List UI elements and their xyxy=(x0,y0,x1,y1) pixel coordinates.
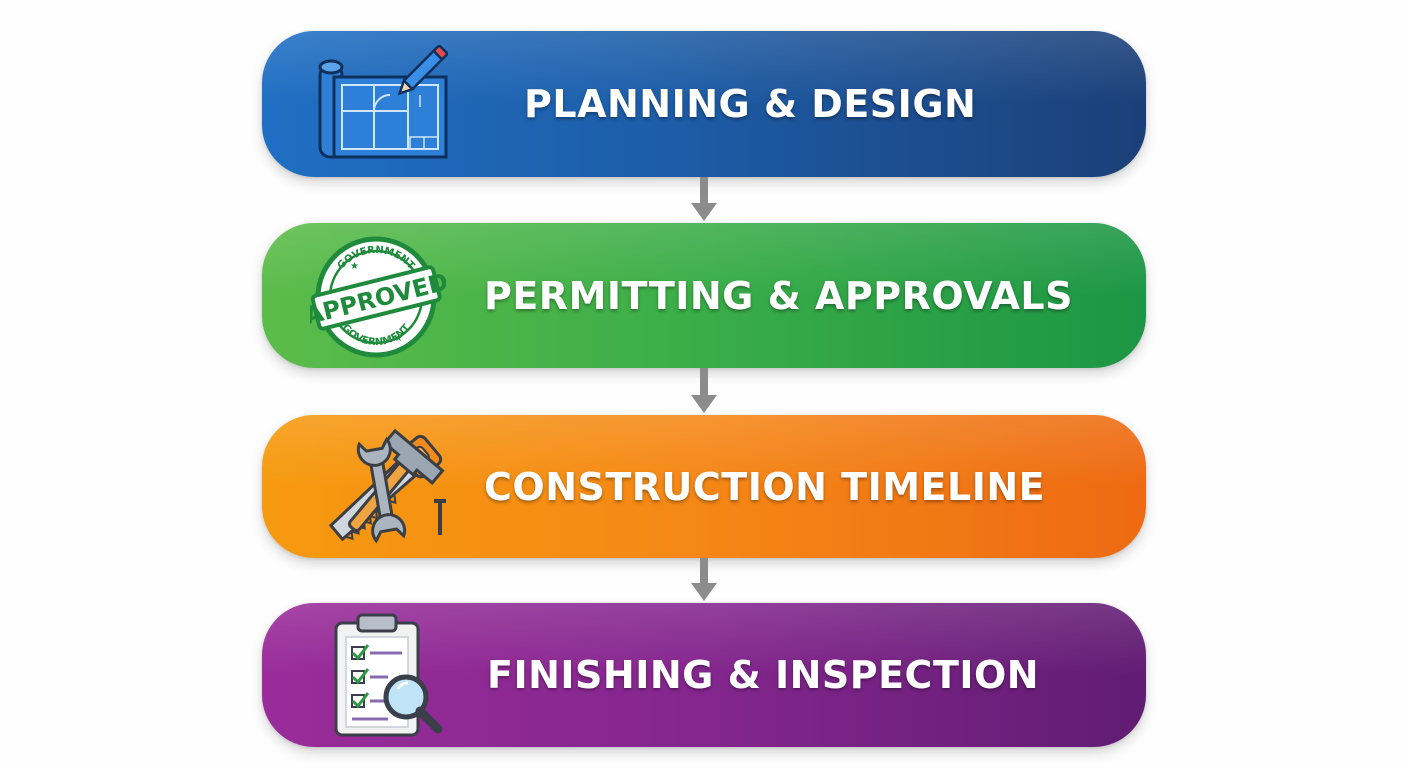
step-label: PERMITTING & APPROVALS xyxy=(484,273,1073,318)
step-permitting-approvals: GOVERNMENT GOVERNMENT APPROVED ★ ★ PERMI… xyxy=(262,223,1146,368)
svg-text:★: ★ xyxy=(350,261,359,272)
clipboard-inspection-icon xyxy=(334,613,443,737)
step-label: PLANNING & DESIGN xyxy=(524,82,977,126)
svg-text:★: ★ xyxy=(394,333,403,344)
down-arrow-icon xyxy=(691,558,717,601)
step-construction-timeline: CONSTRUCTION TIMELINE xyxy=(262,415,1146,558)
tools-icon xyxy=(328,428,446,544)
step-label: FINISHING & INSPECTION xyxy=(487,653,1040,697)
approved-stamp-icon: GOVERNMENT GOVERNMENT APPROVED ★ ★ xyxy=(310,236,446,358)
step-label: CONSTRUCTION TIMELINE xyxy=(484,464,1046,509)
step-finishing-inspection: FINISHING & INSPECTION xyxy=(262,603,1146,747)
down-arrow-icon xyxy=(691,368,717,413)
step-planning-design: PLANNING & DESIGN xyxy=(262,31,1146,177)
down-arrow-icon xyxy=(691,177,717,221)
blueprint-icon xyxy=(318,45,449,159)
